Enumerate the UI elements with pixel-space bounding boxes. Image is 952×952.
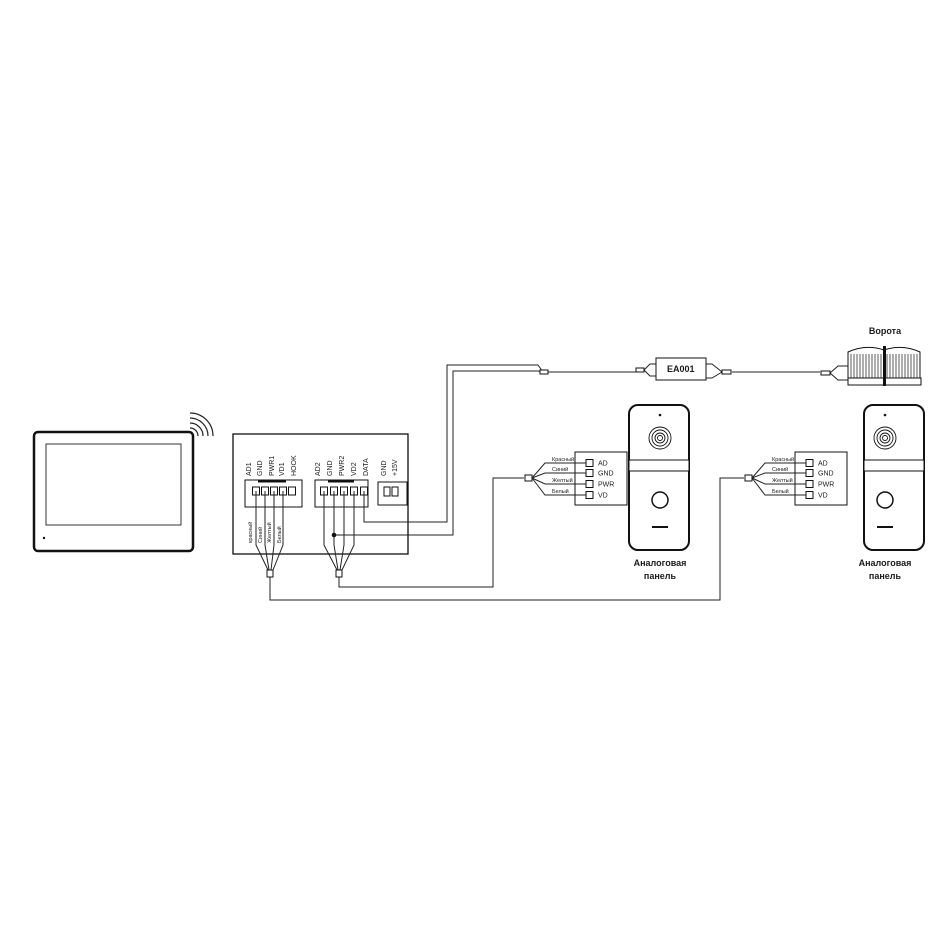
pin-label: +15V xyxy=(392,459,399,476)
wire-color-label: Красный xyxy=(772,456,794,463)
wire-color-label: Белый xyxy=(552,488,569,495)
terminal-pin xyxy=(585,459,594,467)
terminal-label: VD xyxy=(598,493,608,500)
wire-color-label: Синий xyxy=(552,466,568,473)
door-panel: Аналоговая панель xyxy=(859,404,925,581)
pin-label: GND xyxy=(327,460,334,476)
wire-color-label: красный xyxy=(247,522,254,543)
gate-line xyxy=(537,363,848,381)
terminal-pin xyxy=(805,491,814,499)
panel-label-line1: Аналоговая xyxy=(634,558,687,568)
call-button-icon xyxy=(876,491,894,509)
gate-icon xyxy=(847,346,922,386)
camera-icon xyxy=(882,435,888,441)
camera-icon xyxy=(648,426,672,450)
terminal-pin xyxy=(585,491,594,499)
terminal-pin xyxy=(805,480,814,488)
microphone-icon xyxy=(883,413,887,417)
gate-label: Ворота xyxy=(869,326,902,336)
terminal-pin xyxy=(585,480,594,488)
cable-plug xyxy=(266,569,274,578)
terminal-pin xyxy=(288,486,296,496)
terminal-label: VD xyxy=(818,493,828,500)
pin-label: PWR1 xyxy=(269,456,276,476)
controller-wires xyxy=(255,364,744,601)
microphone-icon xyxy=(658,413,662,417)
panel-label-line1: Аналоговая xyxy=(859,558,912,568)
terminal-label: GND xyxy=(818,471,834,478)
terminal-pin xyxy=(805,459,814,467)
terminal-label: AD xyxy=(598,461,608,468)
cable-plug xyxy=(335,569,343,578)
pin-label: AD2 xyxy=(315,462,322,476)
ea001-module: EA001 xyxy=(655,357,707,381)
call-button-icon xyxy=(651,491,669,509)
pin-label: VD1 xyxy=(279,462,286,476)
indoor-monitor xyxy=(32,430,195,553)
wire-color-label: Синий xyxy=(257,527,264,543)
camera-icon xyxy=(879,432,891,444)
wire-color-label: Белый xyxy=(772,488,789,495)
camera-icon xyxy=(654,432,666,444)
panel-label-line2: панель xyxy=(869,571,902,581)
terminal-pin xyxy=(585,469,594,477)
door-panel: Аналоговая панель xyxy=(628,404,690,581)
junction-dot xyxy=(331,532,337,538)
wire-color-label: Желтый xyxy=(266,522,273,543)
pin-label: DATA xyxy=(363,458,370,476)
terminal-pin xyxy=(805,469,814,477)
panel-label-line2: панель xyxy=(644,571,677,581)
camera-icon xyxy=(651,429,669,447)
camera-icon xyxy=(873,426,897,450)
pin-label: GND xyxy=(257,460,264,476)
camera-icon xyxy=(876,429,894,447)
pin-label: GND xyxy=(381,460,388,476)
wire-color-label: Белый xyxy=(276,526,283,543)
wire-color-label: Красный xyxy=(552,456,574,463)
camera-icon xyxy=(657,435,663,441)
terminal-label: GND xyxy=(598,471,614,478)
wire-color-label: Желтый xyxy=(552,477,573,484)
wifi-icon xyxy=(189,412,214,437)
terminal-label: PWR xyxy=(818,482,834,489)
ea001-label: EA001 xyxy=(667,364,695,374)
wire-color-label: Желтый xyxy=(772,477,793,484)
terminal-label: PWR xyxy=(598,482,614,489)
pin-label: PWR2 xyxy=(339,456,346,476)
wire-color-label: Синий xyxy=(772,466,788,473)
pin-label: HOOK xyxy=(291,455,298,476)
pin-label: AD1 xyxy=(246,462,253,476)
terminal-label: AD xyxy=(818,461,828,468)
pin-label: VD2 xyxy=(351,462,358,476)
controller-box xyxy=(232,433,409,555)
